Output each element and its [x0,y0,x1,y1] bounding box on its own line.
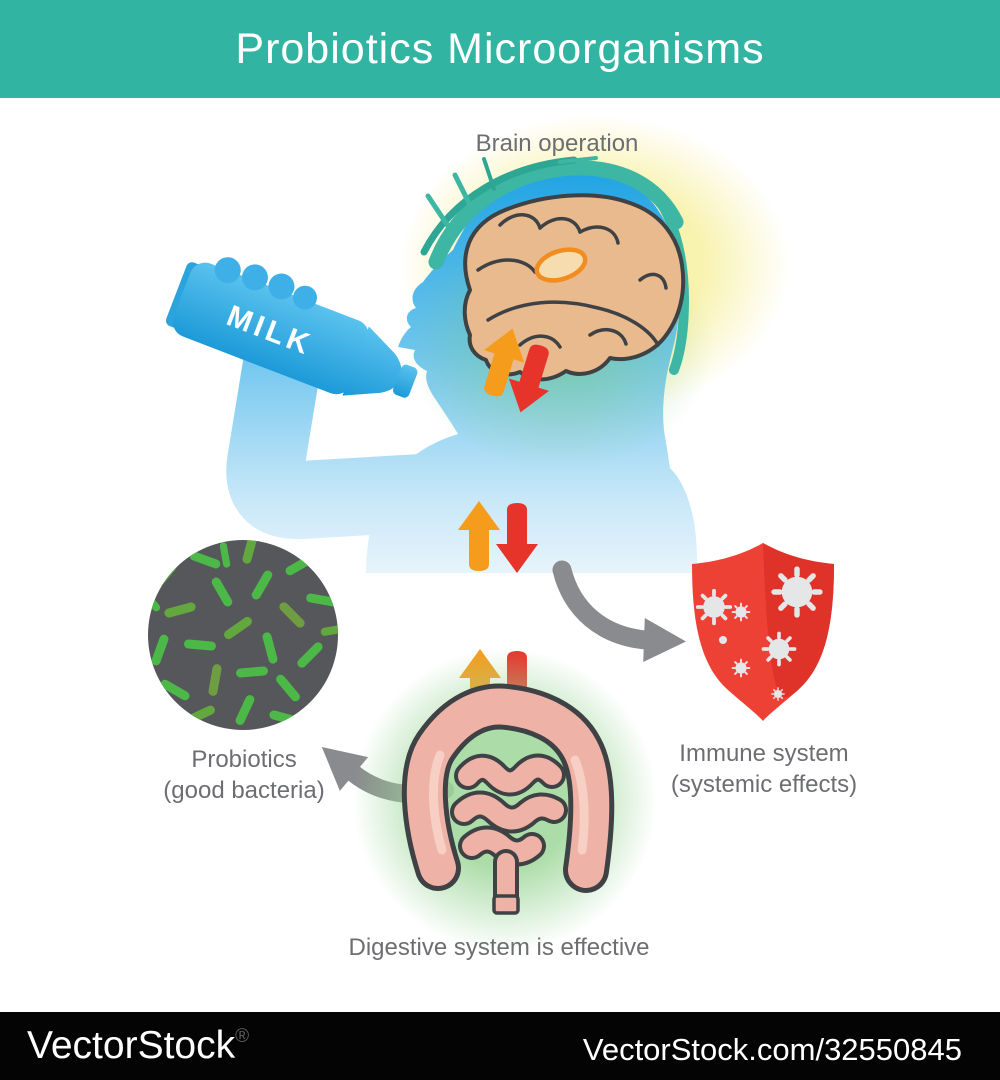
watermark-brand: VectorStock® [27,1024,249,1068]
brain-operation-label: Brain operation [475,130,639,157]
brain-icon [462,193,686,382]
hair-strokes [420,156,690,375]
virus-icons [695,569,820,701]
immune-shield-icon [692,543,834,721]
hand-fingers [214,257,318,310]
virus-dot [719,636,727,644]
immune-system-label: Immune system (systemic effects) [671,738,857,800]
gray-curved-arrow-to-shield [552,560,687,664]
probiotics-diagram: MILK [148,115,834,952]
probiotics-label: Probiotics (good bacteria) [163,744,324,806]
watermark-brand-text: VectorStock [27,1024,236,1067]
watermark-image-ref: VectorStock.com/32550845 [582,1032,962,1067]
digestive-system-label: Digestive system is effective [348,934,650,961]
virus-icon [761,631,797,667]
microscope-bacteria-circle-icon [148,540,338,730]
probiotics-label-line1: Probiotics [191,746,297,773]
immune-label-line1: Immune system [679,740,849,767]
arm-silhouette [226,319,477,540]
brain-nucleus [534,247,588,283]
page-title: Probiotics Microorganisms [235,24,765,73]
intestine-icon [401,683,615,915]
virus-icon [771,687,785,701]
virus-icon [695,588,733,626]
header-bar: Probiotics Microorganisms [0,0,1000,98]
virus-icon [774,569,820,615]
virus-icon [731,602,751,622]
milk-bottle-icon: MILK [165,257,418,398]
immune-label-line2: (systemic effects) [670,771,858,798]
registered-mark: ® [235,1026,250,1047]
digestive-system [353,648,657,952]
probiotics-label-line2: (good bacteria) [163,777,325,804]
watermark-bar: VectorStock® VectorStock.com/32550845 [0,1012,1000,1080]
